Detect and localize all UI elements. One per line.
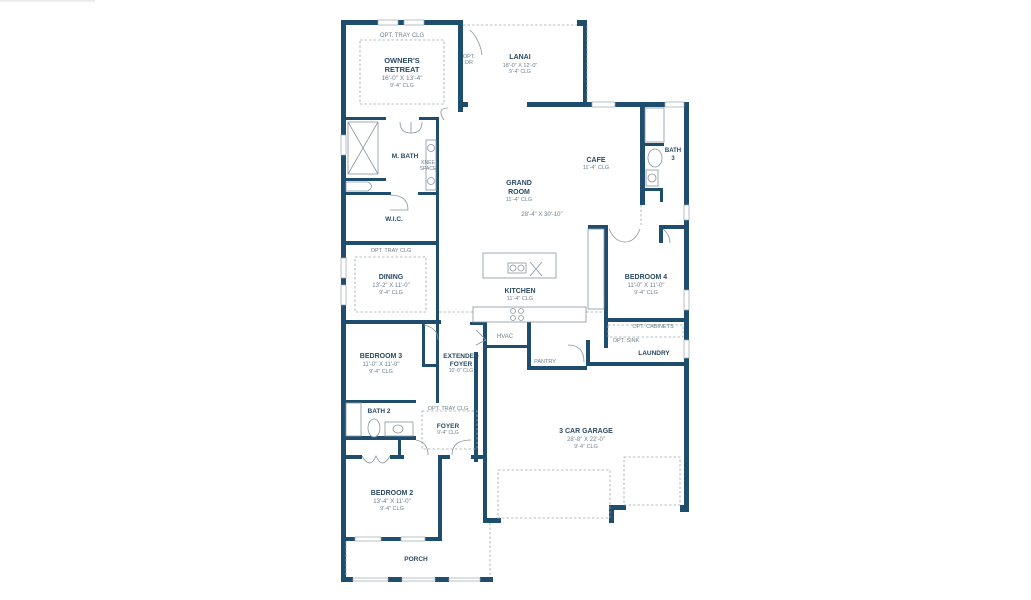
bedroom4-dims: 11'-0" X 11'-0" bbox=[627, 283, 664, 289]
cafe-ceiling: 11'-4" CLG bbox=[583, 165, 609, 171]
knee-space-1: KNEE bbox=[421, 160, 435, 166]
lanai-opt-dr-1: OPT. bbox=[463, 54, 476, 60]
porch-name: PORCH bbox=[404, 556, 428, 563]
garage-ceiling: 9'-4" CLG bbox=[574, 444, 598, 450]
lanai-ceiling: 9'-4" CLG bbox=[509, 69, 531, 75]
bedroom2-ceiling: 9'-4" CLG bbox=[380, 506, 404, 512]
grand-room-name-1: GRAND bbox=[506, 180, 532, 187]
extended-foyer-name-1: EXTENDED bbox=[443, 353, 479, 360]
foyer-ceiling: 9'-4" CLG bbox=[437, 430, 459, 436]
room-labels: OPT. TRAY CLG OWNER'S RETREAT 16'-0" X 1… bbox=[360, 33, 681, 563]
lanai-dims: 18'-0" X 12'-0" bbox=[503, 63, 538, 69]
master-bath-name: M. BATH bbox=[392, 153, 419, 160]
hvac-name: HVAC bbox=[497, 334, 514, 340]
grand-room-name-2: ROOM bbox=[508, 189, 530, 196]
dining-ceiling: 9'-4" CLG bbox=[379, 290, 403, 296]
windows bbox=[340, 19, 690, 582]
bedroom2-dims: 13'-4" X 11'-0" bbox=[373, 499, 410, 505]
dashed-outlines bbox=[345, 24, 684, 577]
owners-retreat-dims: 16'-0" X 13'-4" bbox=[381, 75, 423, 82]
pantry-name: PANTRY bbox=[534, 359, 556, 365]
owners-retreat-ceiling: 9'-4" CLG bbox=[390, 83, 414, 89]
owners-retreat-tray-note: OPT. TRAY CLG bbox=[380, 33, 425, 39]
kitchen-name: KITCHEN bbox=[504, 288, 535, 295]
owners-retreat-name-1: OWNER'S bbox=[384, 56, 420, 65]
lanai-opt-dr-2: DR bbox=[465, 60, 473, 66]
laundry-opt-sink: OPT. SINK bbox=[613, 338, 640, 344]
bath-fixtures bbox=[345, 29, 671, 464]
foyer-tray-note: OPT. TRAY CLG bbox=[428, 406, 469, 412]
dining-tray-note: OPT. TRAY CLG bbox=[371, 248, 412, 254]
garage-dims: 28'-8" X 22'-0" bbox=[567, 437, 605, 443]
owners-retreat-name-2: RETREAT bbox=[385, 65, 420, 74]
bedroom3-ceiling: 9'-4" CLG bbox=[369, 369, 393, 375]
foyer-name: FOYER bbox=[437, 423, 460, 430]
knee-space-2: SPACE bbox=[420, 166, 437, 172]
grand-room-dims: 28'-4" X 30'-10" bbox=[521, 212, 562, 218]
bath3-name-1: BATH bbox=[665, 148, 681, 154]
extended-foyer-ceiling: 10'-0" CLG bbox=[449, 368, 474, 374]
grand-room-ceiling: 11'-4" CLG bbox=[506, 197, 532, 203]
lanai-name: LANAI bbox=[509, 54, 530, 61]
bath2-name: BATH 2 bbox=[368, 408, 391, 415]
extended-foyer-name-2: FOYER bbox=[450, 361, 473, 368]
bedroom3-name: BEDROOM 3 bbox=[360, 353, 403, 360]
dining-dims: 13'-2" X 11'-0" bbox=[372, 283, 409, 289]
kitchen-ceiling: 11'-4" CLG bbox=[507, 296, 533, 302]
cafe-name: CAFE bbox=[586, 157, 605, 164]
garage-name: 3 CAR GARAGE bbox=[559, 428, 613, 435]
bath3-name-2: 3 bbox=[671, 156, 675, 162]
wic-name: W.I.C. bbox=[385, 216, 403, 223]
bedroom4-ceiling: 9'-4" CLG bbox=[634, 290, 658, 296]
bedroom2-name: BEDROOM 2 bbox=[371, 490, 414, 497]
dining-name: DINING bbox=[379, 274, 404, 281]
laundry-name: LAUNDRY bbox=[638, 350, 670, 357]
laundry-opt-cabinets: OPT. CABINETS bbox=[632, 324, 674, 330]
bedroom3-dims: 11'-0" X 11'-0" bbox=[362, 362, 399, 368]
bedroom4-name: BEDROOM 4 bbox=[625, 274, 668, 281]
top-edge-shadow bbox=[0, 0, 95, 3]
kitchen-fixtures bbox=[472, 228, 605, 323]
